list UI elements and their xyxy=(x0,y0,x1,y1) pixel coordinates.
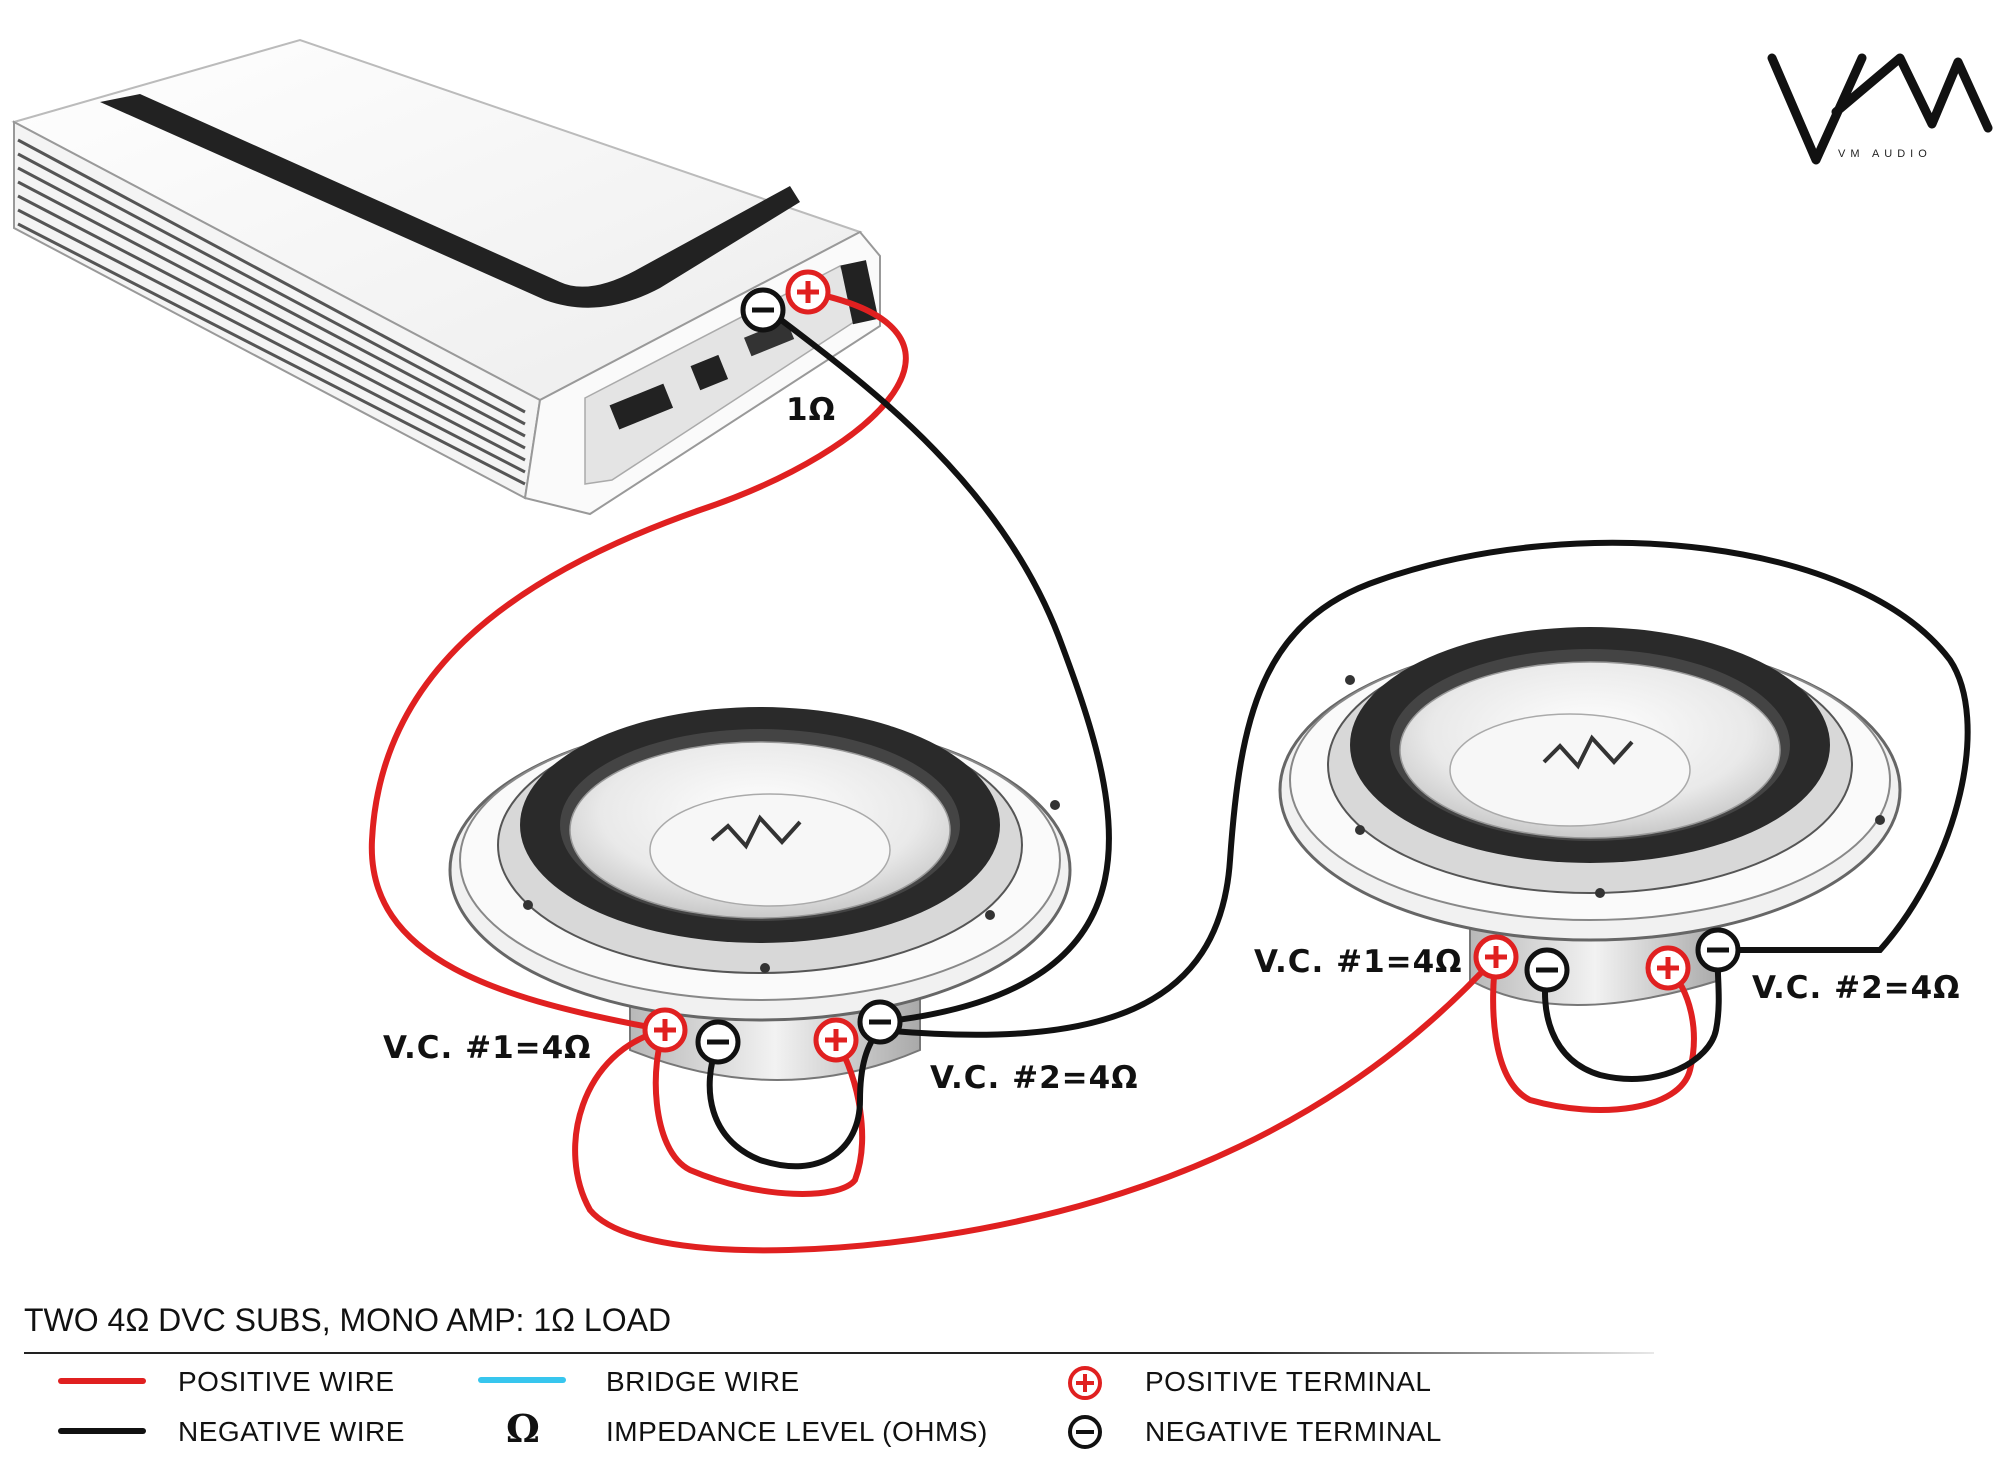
legend-positive-wire: POSITIVE WIRE xyxy=(178,1366,395,1397)
right-vc1-label: V.C. #1=4Ω xyxy=(1254,944,1463,980)
legend-graphics xyxy=(1068,1366,1102,1449)
legend-positive-wire-swatch xyxy=(58,1378,146,1384)
right-vc1-negative-terminal xyxy=(1524,947,1570,993)
left-black-jumper xyxy=(706,1027,883,1170)
caption-divider xyxy=(24,1352,1654,1354)
legend-negative-terminal: NEGATIVE TERMINAL xyxy=(1145,1416,1442,1447)
right-black-jumper xyxy=(1542,947,1722,1082)
left-vc1-negative-terminal xyxy=(695,1019,741,1065)
diagram-caption: TWO 4Ω DVC SUBS, MONO AMP: 1Ω LOAD xyxy=(24,1302,672,1338)
legend-impedance-level: IMPEDANCE LEVEL (OHMS) xyxy=(606,1416,988,1447)
right-vc2-label: V.C. #2=4Ω xyxy=(1752,970,1961,1006)
right-vc1-positive-terminal xyxy=(1473,934,1519,980)
legend-negative-wire-swatch xyxy=(58,1428,146,1434)
right-red-jumper xyxy=(1490,954,1697,1113)
positive-wire-left-to-right xyxy=(572,954,1499,1254)
legend-negative-wire: NEGATIVE WIRE xyxy=(178,1416,405,1447)
negative-wire-left-to-right xyxy=(877,539,1971,1038)
legend-bridge-wire: BRIDGE WIRE xyxy=(606,1366,800,1397)
legend-bridge-wire-swatch xyxy=(478,1377,566,1383)
left-vc1-label: V.C. #1=4Ω xyxy=(383,1030,592,1066)
terminals xyxy=(642,269,1741,1065)
amp-heatsink-fins xyxy=(17,138,526,486)
amp-negative-terminal xyxy=(740,287,786,333)
legend-impedance-symbol: Ω xyxy=(506,1406,540,1451)
amplifier xyxy=(11,38,881,516)
brand-tagline: VM AUDIO xyxy=(1838,148,1932,160)
left-vc1-positive-terminal xyxy=(642,1007,688,1053)
amp-positive-terminal xyxy=(785,269,831,315)
brand-logo xyxy=(1767,53,1993,165)
left-vc2-label: V.C. #2=4Ω xyxy=(930,1060,1139,1096)
positive-wire-amp-to-left xyxy=(368,289,909,1033)
right-vc2-negative-terminal xyxy=(1695,927,1741,973)
negative-wire-amp-to-left xyxy=(765,307,1112,1025)
amp-impedance-label: 1Ω xyxy=(786,392,836,428)
subwoofer-left xyxy=(448,707,1072,1081)
left-vc2-positive-terminal xyxy=(813,1017,859,1063)
left-vc2-negative-terminal xyxy=(857,999,903,1045)
legend-positive-terminal: POSITIVE TERMINAL xyxy=(1145,1366,1432,1397)
right-vc2-positive-terminal xyxy=(1645,945,1691,991)
wires xyxy=(368,289,1971,1254)
subwoofer-right xyxy=(1278,627,1902,1006)
